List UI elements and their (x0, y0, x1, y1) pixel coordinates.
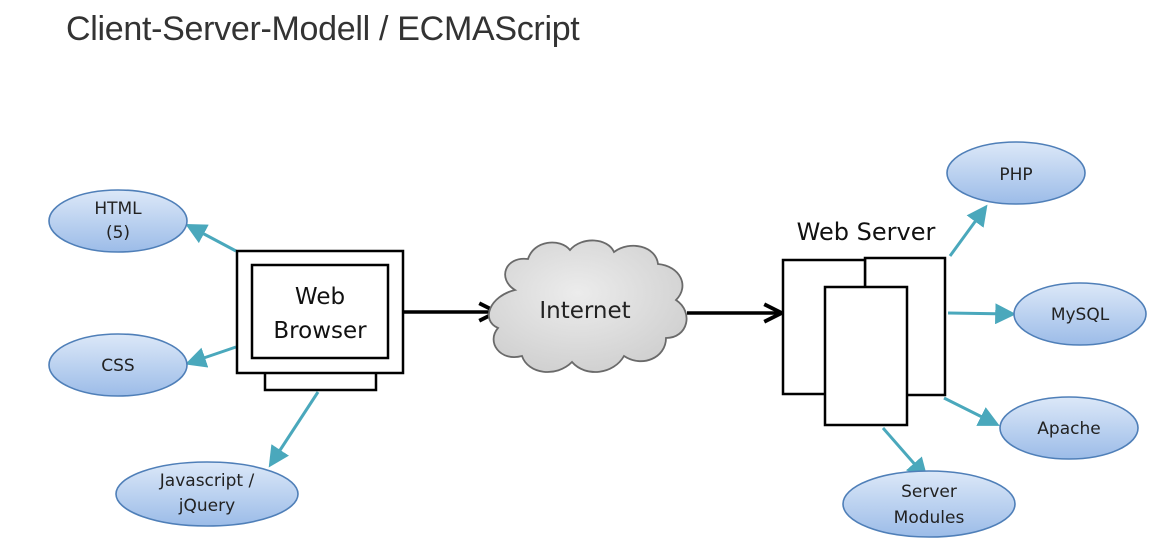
server-title: Web Server (797, 218, 936, 246)
connector-browser-css (185, 345, 237, 368)
browser-label-line1: Web (295, 284, 345, 310)
web-browser: Web Browser (235, 249, 405, 392)
connector-browser-html (185, 224, 237, 253)
connector-server-php (948, 204, 988, 257)
client-connectors (185, 224, 320, 468)
node-html-line1: HTML (94, 199, 142, 219)
browser-label-line2: Browser (273, 318, 367, 344)
node-modules-line2: Modules (894, 508, 965, 528)
web-server: Web Server (781, 218, 947, 427)
node-javascript-line2: jQuery (178, 496, 235, 516)
node-html: HTML (5) (48, 189, 188, 253)
node-css-label: CSS (101, 356, 134, 376)
node-apache: Apache (999, 396, 1139, 460)
node-apache-label: Apache (1037, 419, 1100, 439)
server-panel-front (823, 285, 909, 427)
connector-server-mysql (947, 303, 1017, 325)
node-mysql: MySQL (1013, 282, 1147, 346)
connector-browser-javascript (268, 391, 320, 468)
browser-stand (263, 370, 378, 392)
node-html-line2: (5) (106, 223, 130, 243)
node-php: PHP (946, 141, 1086, 205)
node-mysql-label: MySQL (1051, 305, 1110, 325)
cloud-shape (487, 239, 688, 373)
node-javascript-line1: Javascript / (159, 471, 255, 491)
internet-cloud: Internet (487, 239, 688, 373)
internet-label: Internet (539, 298, 630, 324)
browser-screen (250, 263, 390, 360)
connector-server-modules (881, 427, 928, 480)
node-css: CSS (48, 333, 188, 397)
server-connectors (881, 204, 1017, 480)
page-title: Client-Server-Modell / ECMAScript (66, 10, 580, 48)
node-server-modules: Server Modules (842, 470, 1016, 538)
node-php-label: PHP (999, 165, 1032, 185)
node-javascript: Javascript / jQuery (115, 461, 299, 527)
connector-server-apache (943, 396, 1000, 426)
node-modules-line1: Server (901, 482, 957, 502)
